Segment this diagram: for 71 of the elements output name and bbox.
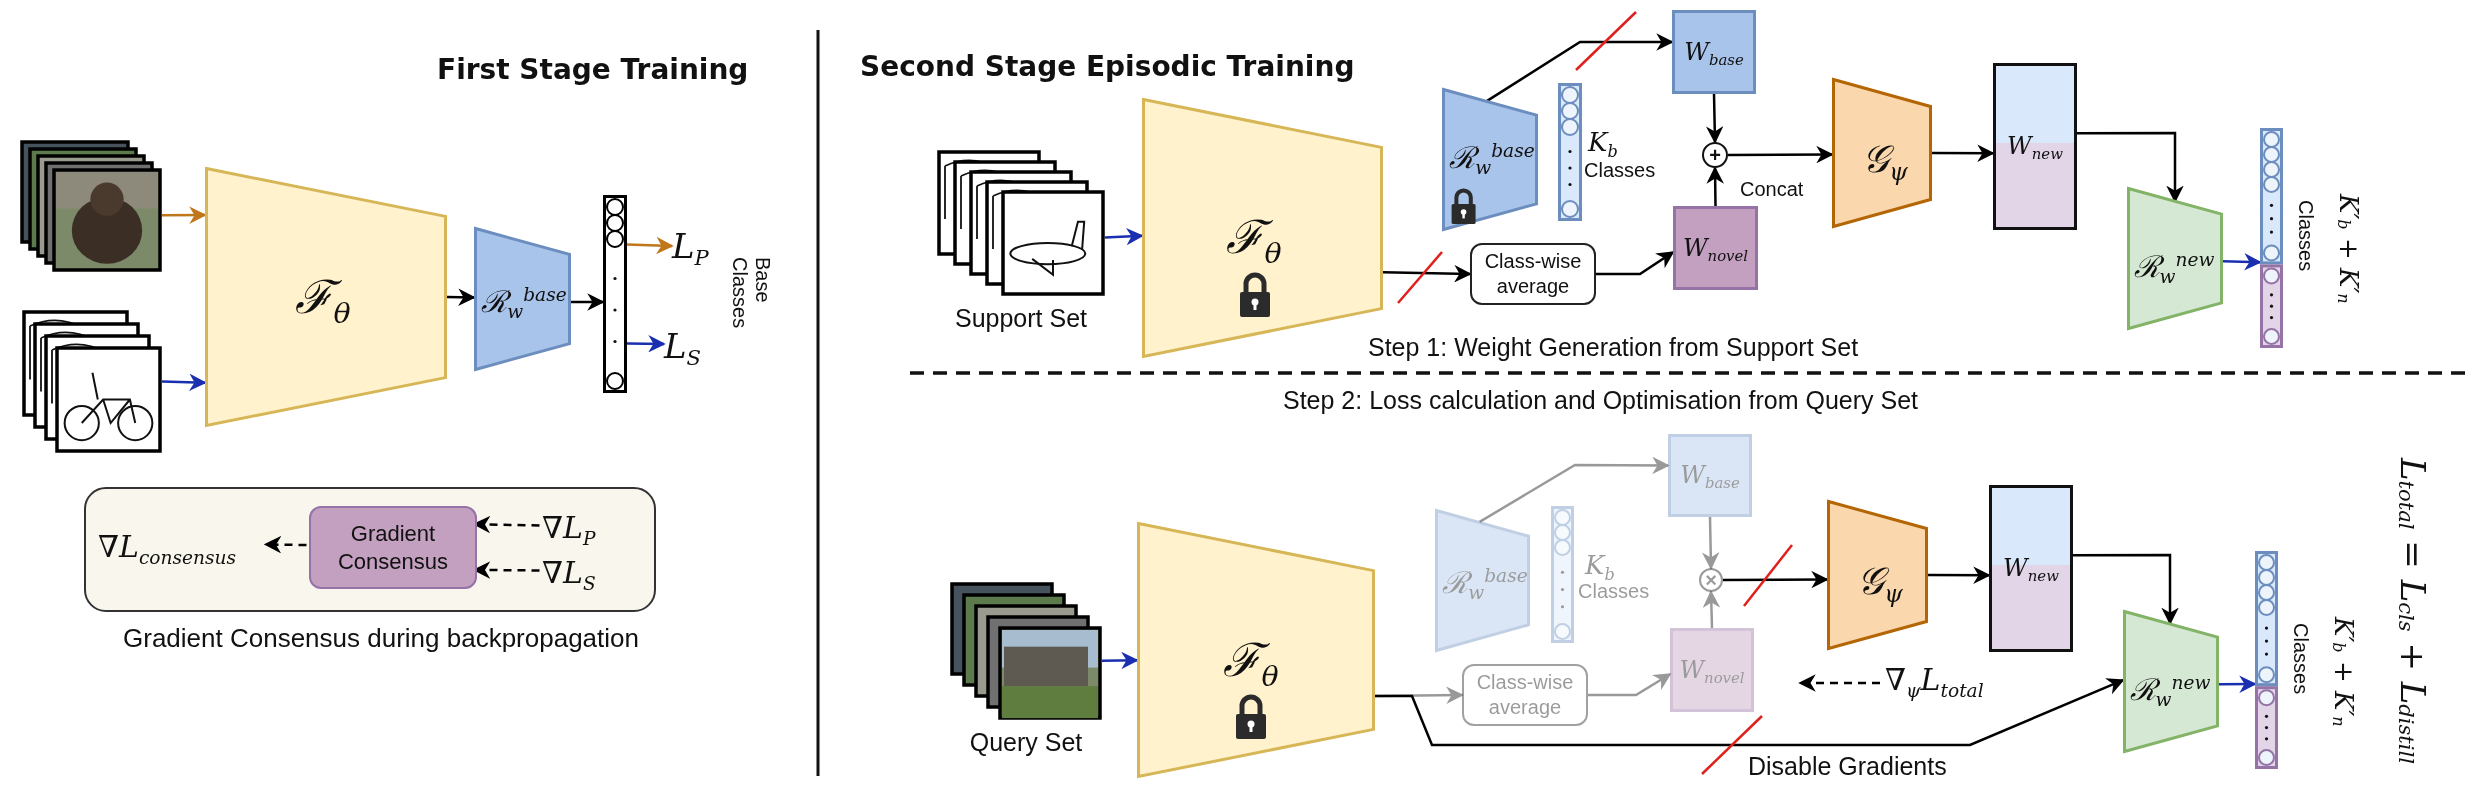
operator-circle: [1702, 142, 1728, 168]
arrow: [2219, 675, 2257, 693]
arrow: [1102, 651, 1139, 670]
arrow: [2222, 253, 2262, 271]
encoder-trapezoid: [205, 167, 447, 427]
arrow: [1486, 33, 1674, 102]
operator-symbol: ×: [1705, 570, 1717, 590]
arrow: [1728, 145, 1834, 164]
math-label: L$_{S}$: [664, 325, 726, 367]
arrow: [161, 373, 207, 392]
side-label: Classes: [1578, 580, 1650, 603]
step-caption: Step 2: Loss calculation and Optimisation from Query Set: [1283, 386, 1919, 415]
weight-box: W$_{base}$: [1668, 434, 1752, 517]
side-label: Classes: [2289, 623, 2312, 695]
arrow: [1588, 673, 1672, 697]
classifier-trapezoid: [2123, 610, 2219, 753]
math-label: K$_{b}$: [1588, 127, 1618, 157]
math-label: ∇L$_{consensus}$: [98, 524, 268, 570]
weight-matrix-box: W$_{new}$: [1989, 485, 2073, 652]
arrow: [626, 236, 674, 255]
math-label: ℱ$_{θ}$: [1223, 632, 1279, 689]
arrow: [1596, 251, 1675, 276]
arrow: [627, 335, 666, 353]
math-label: K$_{b}$: [1585, 550, 1615, 580]
weight-box: W$_{novel}$: [1670, 628, 1754, 712]
arrow: [162, 206, 207, 224]
operator-circle: [1699, 568, 1723, 592]
weight-matrix-box: W$_{new}$: [1993, 63, 2077, 230]
output-vector: [603, 195, 627, 393]
process-box: Class-wise average: [1470, 243, 1596, 305]
photo-stack-drawing: [20, 140, 162, 272]
node-label: Support Set: [954, 304, 1088, 333]
section-heading: Second Stage Episodic Training: [860, 50, 1355, 83]
side-label: Classes: [1584, 159, 1656, 182]
process-box: Gradient Consensus: [309, 506, 477, 589]
panel-caption: Gradient Consensus during backpropagation: [123, 623, 639, 654]
arrow: [1932, 144, 1995, 162]
weight-box: W$_{base}$: [1672, 10, 1756, 94]
arrow: [1375, 678, 2125, 747]
math-label: ℱ$_{θ}$: [1226, 209, 1282, 266]
step-caption: Step 1: Weight Generation from Support Set: [1368, 333, 1859, 362]
side-label: Classes: [2294, 200, 2317, 272]
arrow: [1706, 166, 1724, 206]
math-label: ∇L$_{P}$: [542, 507, 632, 549]
arrow: [1723, 570, 1829, 589]
classifier-trapezoid: [1435, 509, 1530, 652]
encoder-trapezoid: [1137, 522, 1375, 778]
process-box: Class-wise average: [1462, 664, 1588, 726]
arrow: [1382, 264, 1472, 283]
classifier-trapezoid: [1442, 88, 1538, 231]
arrow: [1702, 590, 1721, 629]
sketch-stack-drawing: [22, 310, 162, 453]
arrow: [1479, 456, 1670, 523]
side-label: Concat: [1740, 178, 1804, 201]
arrow: [1104, 227, 1144, 246]
arrow: [263, 535, 307, 554]
generator-trapezoid: [1832, 78, 1932, 228]
arrow: [446, 288, 476, 306]
generator-trapezoid: [1827, 500, 1928, 650]
operator-symbol: +: [1709, 145, 1721, 165]
arrow: [571, 293, 605, 311]
weight-box: W$_{novel}$: [1673, 206, 1758, 290]
arrow: [1701, 516, 1720, 570]
node-label: Query Set: [968, 728, 1084, 757]
classifier-trapezoid: [2127, 187, 2223, 330]
math-label: ∇L$_{S}$: [542, 552, 632, 594]
section-heading: First Stage Training: [437, 53, 749, 86]
arrow: [1928, 566, 1991, 584]
math-label: ℱ$_{θ}$: [295, 269, 351, 326]
classifier-trapezoid: [474, 227, 571, 371]
arrow: [1705, 93, 1724, 144]
